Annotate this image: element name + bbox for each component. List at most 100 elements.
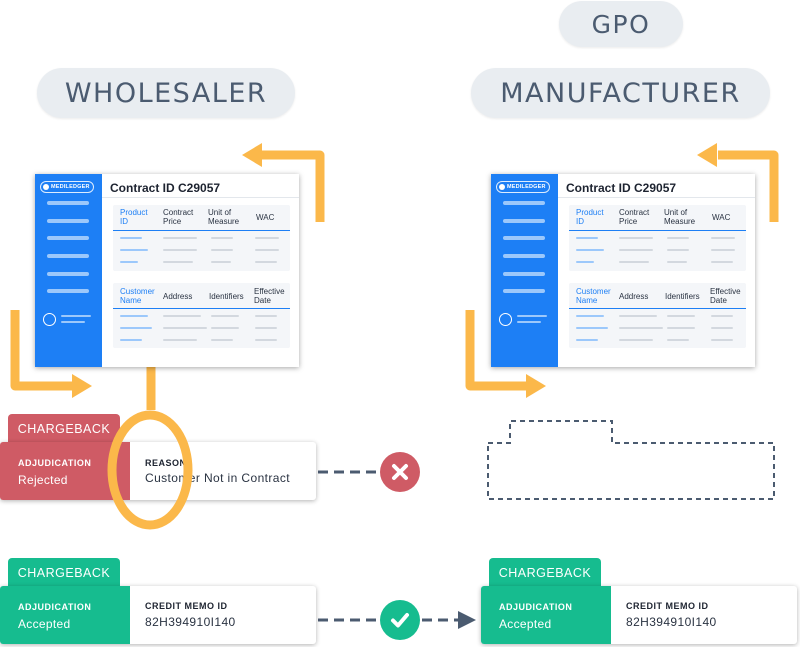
adjudication-accepted: ADJUDICATION Accepted [0,586,130,644]
row-line [576,237,598,239]
sidebar-item[interactable] [47,289,89,293]
adjudication-label: ADJUDICATION [18,602,92,612]
col-customer-name: Customer Name [576,287,611,305]
row-line [667,339,689,341]
col-customer-name: Customer Name [120,287,155,305]
user-name-line [517,315,547,317]
row-line [711,327,733,329]
sidebar: MEDILEDGER [35,174,102,367]
row-line [211,237,233,239]
row-line [667,249,689,251]
x-circle-icon [380,452,420,492]
sidebar-item[interactable] [503,236,545,240]
sidebar-item[interactable] [47,236,89,240]
row-line [163,249,197,251]
row-line [163,315,201,317]
col-wac: WAC [256,213,275,222]
sidebar-item[interactable] [503,289,545,293]
sidebar-item[interactable] [47,272,89,276]
row-line [120,249,148,251]
user-role-line [61,321,85,323]
adjudication-rejected: ADJUDICATION Rejected [0,442,130,500]
wholesaler-label: WHOLESALER [37,68,295,118]
sidebar-item[interactable] [503,254,545,258]
row-line [120,261,138,263]
col-effective-date: Effective Date [254,287,285,305]
sidebar-item[interactable] [47,201,89,205]
row-line [120,237,142,239]
row-line [211,315,239,317]
col-identifiers: Identifiers [665,292,700,301]
row-line [255,327,277,329]
row-line [576,327,608,329]
col-wac: WAC [712,213,731,222]
row-line [211,327,239,329]
wholesaler-contract-window: MEDILEDGER Contract ID C29057 Product ID… [35,174,299,367]
adjudication-label: ADJUDICATION [499,602,573,612]
sidebar-item[interactable] [503,219,545,223]
row-line [255,315,277,317]
sidebar-item[interactable] [47,219,89,223]
row-line [619,261,649,263]
sidebar-item[interactable] [503,272,545,276]
col-address: Address [619,292,649,301]
chargeback-tab-accepted: CHARGEBACK [489,558,601,587]
row-line [163,327,207,329]
row-line [163,339,197,341]
credit-memo-value: 82H394910I140 [626,615,717,629]
medildger-logo: MEDILEDGER [496,181,550,193]
row-line [120,327,152,329]
chargeback-tab-accepted: CHARGEBACK [8,558,120,587]
col-unit-of-measure: Unit of Measure [208,208,240,226]
adjudication-value: Rejected [18,473,68,487]
sidebar-item[interactable] [503,201,545,205]
col-product-id: Product ID [120,208,148,226]
adjudication-value: Accepted [18,617,71,631]
row-line [667,315,695,317]
adjudication-value: Accepted [499,617,552,631]
rejected-chargeback-card: ADJUDICATION Rejected REASON Customer No… [0,442,316,500]
row-line [255,237,279,239]
contract-title: Contract ID C29057 [110,181,221,195]
row-line [711,261,733,263]
credit-memo-value: 82H394910I140 [145,615,236,629]
user-avatar-icon[interactable] [499,313,512,326]
col-unit-of-measure: Unit of Measure [664,208,696,226]
col-contract-price: Contract Price [163,208,194,226]
row-line [211,261,231,263]
row-line [619,249,653,251]
row-line [619,339,653,341]
customers-header-divider [113,308,290,309]
gpo-label: GPO [559,1,683,47]
sidebar: MEDILEDGER [491,174,558,367]
products-header-divider [569,230,746,231]
col-product-id: Product ID [576,208,604,226]
user-name-line [61,315,91,317]
row-line [667,327,695,329]
customers-header-divider [569,308,746,309]
col-effective-date: Effective Date [710,287,741,305]
row-line [619,237,653,239]
row-line [163,261,193,263]
row-line [711,339,733,341]
row-line [255,261,277,263]
manufacturer-label: MANUFACTURER [471,68,770,118]
row-line [255,249,279,251]
chargeback-tab-rejected: CHARGEBACK [8,414,120,443]
user-avatar-icon[interactable] [43,313,56,326]
medildger-logo: MEDILEDGER [40,181,94,193]
sidebar-item[interactable] [47,254,89,258]
manufacturer-contract-window: MEDILEDGER Contract ID C29057 Product ID… [491,174,755,367]
accepted-chargeback-card-manufacturer: ADJUDICATION Accepted CREDIT MEMO ID 82H… [481,586,797,644]
adjudication-accepted: ADJUDICATION Accepted [481,586,611,644]
check-circle-icon [380,600,420,640]
contract-title: Contract ID C29057 [566,181,677,195]
products-header-divider [113,230,290,231]
row-line [255,339,277,341]
row-line [576,249,604,251]
row-line [120,339,142,341]
row-line [711,315,733,317]
row-line [711,249,735,251]
row-line [667,261,687,263]
adjudication-label: ADJUDICATION [18,458,92,468]
